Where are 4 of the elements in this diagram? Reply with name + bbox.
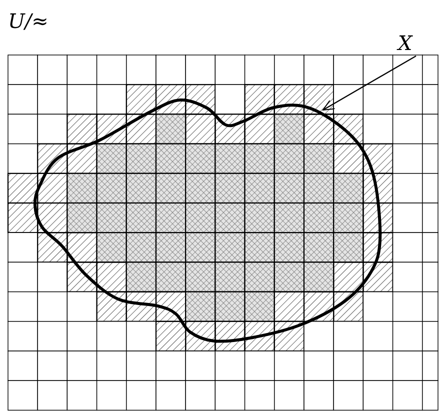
closed-curve <box>33 98 382 343</box>
set-label: X <box>398 32 412 54</box>
quotient-label: U/≈ <box>8 10 48 32</box>
leader-line <box>322 55 416 111</box>
